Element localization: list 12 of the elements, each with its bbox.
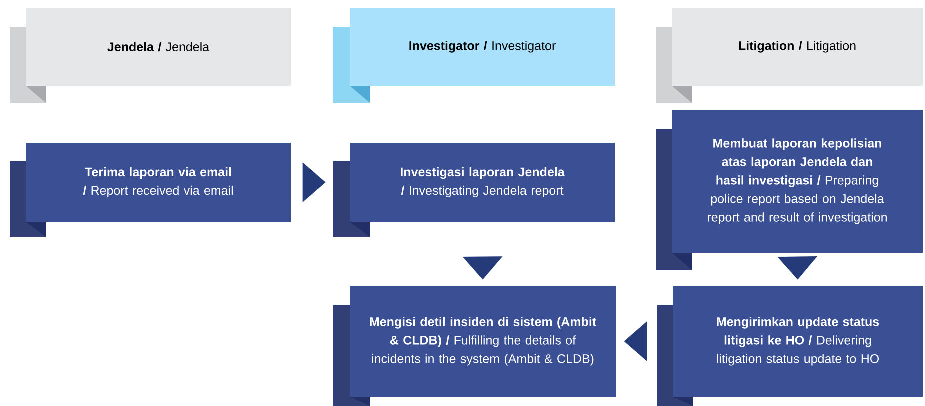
lane-header: Jendela / Jendela: [10, 8, 292, 103]
process-box: Terima laporan via email / Report received via email: [10, 143, 292, 237]
arrow: [778, 256, 818, 280]
process-box: Membuat laporan kepolisian atas laporan Jendela dan hasil investigasi / Preparing police report based on Jendela report and result of investigation: [656, 110, 923, 270]
process-box: Mengisi detil insiden di sistem (Ambit & CLDB) / Fulfilling the details of incidents in the system (Ambit & CLDB): [333, 286, 616, 406]
process-box: Investigasi laporan Jendela / Investigating Jendela report: [333, 143, 615, 237]
lane-header: Investigator / Investigator: [333, 8, 615, 103]
arrow: [302, 162, 326, 202]
arrow: [624, 322, 648, 362]
arrow: [462, 256, 503, 280]
process-box: Mengirimkan update status litigasi ke HO / Delivering litigation status update to HO: [657, 286, 923, 406]
lane-header: Litigation / Litigation: [656, 8, 923, 103]
